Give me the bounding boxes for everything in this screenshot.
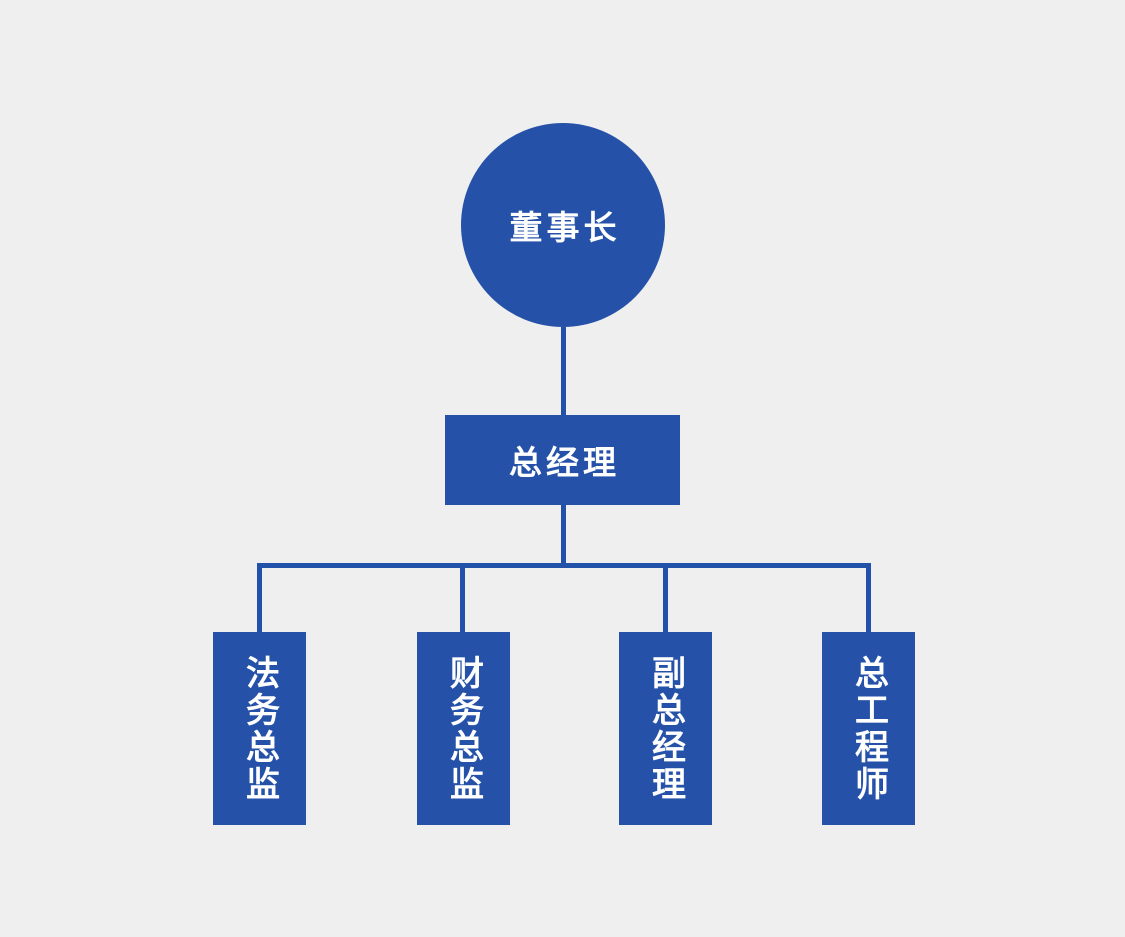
node-deputy-general-manager-label: 副总经理 xyxy=(646,654,685,803)
node-chief-engineer: 总工程师 xyxy=(822,632,915,825)
node-finance-director-label: 财务总监 xyxy=(444,654,483,803)
node-chairman: 董事长 xyxy=(461,123,665,327)
node-finance-director: 财务总监 xyxy=(417,632,510,825)
node-chairman-label: 董事长 xyxy=(509,209,621,246)
connector-drop-finance-director xyxy=(460,563,465,632)
connector-drop-legal-director xyxy=(257,563,262,632)
connector-drop-deputy-gm xyxy=(663,563,668,632)
connector-gm-to-bus xyxy=(561,505,566,565)
node-legal-director-label: 法务总监 xyxy=(240,654,279,803)
connector-drop-chief-engineer xyxy=(866,563,871,632)
node-deputy-general-manager: 副总经理 xyxy=(619,632,712,825)
node-general-manager-label: 总经理 xyxy=(509,444,620,481)
connector-chairman-to-gm xyxy=(561,327,566,415)
connector-horizontal-bus xyxy=(257,563,871,568)
node-legal-director: 法务总监 xyxy=(213,632,306,825)
node-chief-engineer-label: 总工程师 xyxy=(849,654,888,803)
node-general-manager: 总经理 xyxy=(445,415,680,505)
